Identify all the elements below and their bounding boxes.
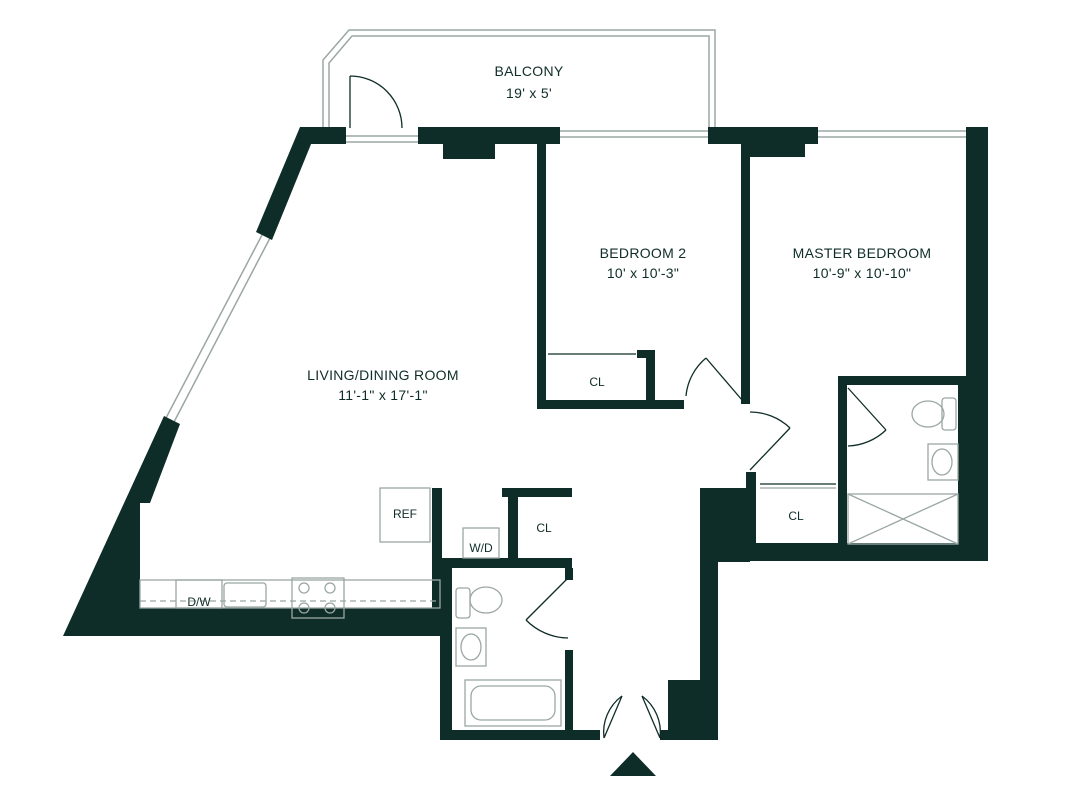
- washer-dryer-label: W/D: [469, 541, 493, 555]
- windows: [165, 130, 966, 423]
- wall-master-bottom: [716, 543, 988, 561]
- wall-bed2-closet-right: [646, 350, 655, 409]
- wall-slant-upper: [256, 127, 318, 240]
- wall-mbath-left: [838, 385, 847, 545]
- wall-mbath-top: [838, 376, 966, 385]
- wall-bath-left: [440, 560, 452, 740]
- wall-bath-bottom: [440, 730, 600, 740]
- wall-laundry-top: [502, 488, 572, 497]
- bed2-closet-label: CL: [589, 375, 605, 389]
- bedroom2-dims: 10' x 10'-3": [607, 265, 679, 281]
- doors: [349, 75, 887, 739]
- master-dims: 10'-9" x 10'-10": [813, 265, 912, 281]
- wall-laundry-bottom: [432, 558, 572, 568]
- refrigerator-label: REF: [393, 507, 417, 521]
- wall-mbath-right-thick: [958, 376, 988, 561]
- wall-bed2-closet-bottom: [537, 400, 684, 409]
- wall-bed2-closet-top: [637, 350, 655, 358]
- living-name: LIVING/DINING ROOM: [307, 367, 459, 383]
- column-top-right: [745, 127, 805, 157]
- dishwasher-label: D/W: [187, 595, 211, 609]
- wall-bath-right-lower: [565, 650, 573, 740]
- walls: [63, 127, 988, 740]
- wall-bed2-right: [741, 144, 750, 404]
- column-top: [443, 127, 495, 159]
- fixtures: [139, 397, 959, 727]
- living-dims: 11'-1" x 17'-1": [338, 387, 428, 403]
- laundry-closet-label: CL: [536, 521, 552, 535]
- balcony-dims: 19' x 5': [506, 85, 552, 101]
- bedroom2-name: BEDROOM 2: [600, 245, 687, 261]
- wall-bed2-left: [537, 144, 546, 408]
- wall-slant-lower: [63, 416, 432, 636]
- wall-mcloset-top: [746, 472, 756, 547]
- wall-bath-right: [565, 568, 573, 580]
- entry-arrow-icon: [610, 752, 656, 776]
- wall-laundry-left: [432, 488, 442, 636]
- wall-entry-column: [668, 680, 718, 738]
- master-name: MASTER BEDROOM: [793, 245, 932, 261]
- wall-kitchen-bottom: [140, 608, 440, 636]
- balcony-name: BALCONY: [494, 63, 563, 79]
- wall-laundry-divider: [508, 488, 518, 562]
- balcony-railing: [322, 29, 716, 129]
- wall-entry-bottom-right: [660, 730, 718, 740]
- wall-hall-right-lower: [700, 488, 718, 738]
- master-closet-label: CL: [788, 509, 804, 523]
